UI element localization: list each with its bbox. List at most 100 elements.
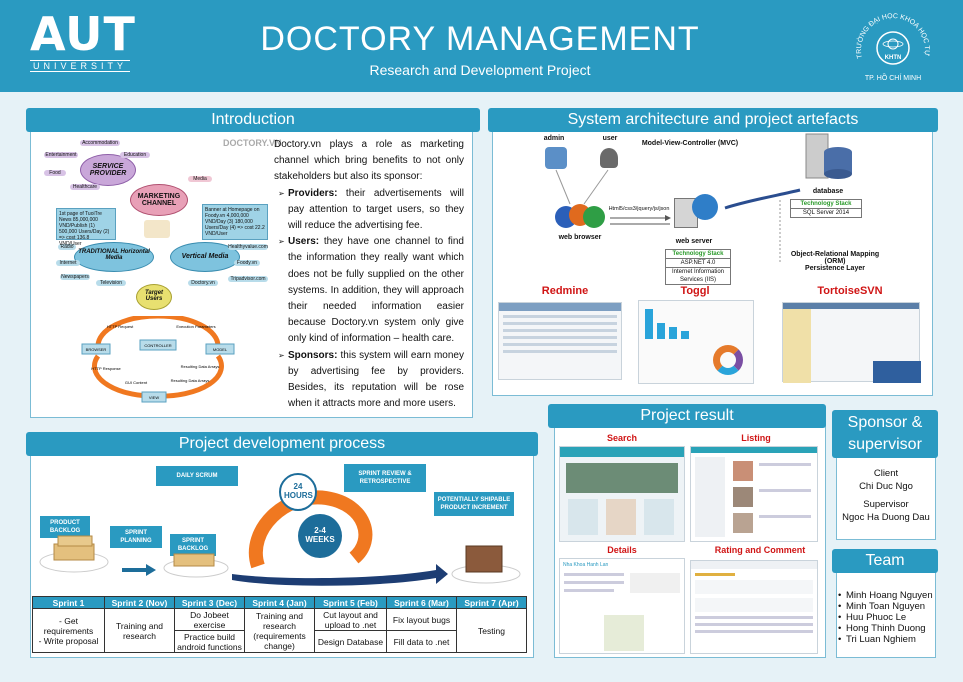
db-tech-stack: Technology Stack SQL Server 2014 xyxy=(790,199,862,218)
persistence-label: Persistence Layer xyxy=(805,265,865,272)
team-member: Tri Luan Nghiem xyxy=(838,634,934,645)
client-name: Chi Duc Ngo xyxy=(859,480,913,492)
sprint-header-row: Sprint 1 Sprint 2 (Nov) Sprint 3 (Dec) S… xyxy=(32,596,527,609)
mvc-http-response: HTTP Response xyxy=(91,366,121,371)
service-provider-node xyxy=(80,154,136,186)
sprint-header: Sprint 3 (Dec) xyxy=(174,596,245,609)
marketing-channel-label: MARKETING CHANNEL xyxy=(137,193,181,207)
poster-header: AUT UNIVERSITY DOCTORY MANAGEMENT Resear… xyxy=(0,0,963,92)
protocols-label: Html5/css3/jquery/js/json xyxy=(608,206,670,212)
team-member: Huu Phuoc Le xyxy=(838,612,934,623)
sprint-header: Sprint 2 (Nov) xyxy=(104,596,175,609)
result-listing-label: Listing xyxy=(741,433,771,443)
architecture-arrows xyxy=(555,169,801,262)
team-title: Team xyxy=(832,549,938,573)
db-tech-heading: Technology Stack xyxy=(791,200,861,209)
toggl-screenshot xyxy=(638,300,754,384)
ws-tech-stack: Technology Stack ASP.NET 4.0 Internet In… xyxy=(665,249,731,285)
sprint-header: Sprint 7 (Apr) xyxy=(456,596,527,609)
sprint-header: Sprint 1 xyxy=(32,596,105,609)
weeks-label: 2-4 WEEKS xyxy=(305,526,335,544)
sprint-row-2: Practice build android functions Design … xyxy=(33,630,527,653)
result-title: Project result xyxy=(548,404,826,428)
traditional-cost-box: 1st page of TuoiTre News 85,000,000 VND/… xyxy=(56,208,116,247)
sprint-cell: - Get requirements - Write proposal xyxy=(32,608,105,653)
sprint-backlog-tag: SPRINT BACKLOG xyxy=(170,534,216,556)
listing-screenshot xyxy=(690,446,818,542)
introduction-text: Doctory.vn plays a role as marketing cha… xyxy=(274,137,464,412)
mvc-resulting-2: Resulting Data Arrays xyxy=(171,378,210,383)
aut-logo: AUT UNIVERSITY xyxy=(30,7,136,80)
daily-scrum-tag: DAILY SCRUM xyxy=(156,466,238,486)
mvc-browser: BROWSER xyxy=(86,347,107,352)
sprint-header: Sprint 5 (Feb) xyxy=(314,596,387,609)
redmine-screenshot xyxy=(498,302,622,380)
increment-tag: POTENTIALLY SHIPABLE PRODUCT INCREMENT xyxy=(434,492,514,516)
result-search-label: Search xyxy=(606,433,638,443)
mvc-view: VIEW xyxy=(149,395,159,400)
sponsor-info: Client Chi Duc Ngo Supervisor Ngoc Ha Du… xyxy=(838,468,934,524)
web-browser-label: web browser xyxy=(558,234,602,241)
traditional-media-label: TRADITIONAL Horizontal Media xyxy=(78,249,150,261)
sponsor-panel xyxy=(836,452,936,540)
browser-logos-icon xyxy=(555,204,605,230)
logo-sub: UNIVERSITY xyxy=(30,60,130,72)
sprint-cell: Cut layout and upload to .net xyxy=(314,608,387,631)
toggl-label: Toggl xyxy=(680,285,710,297)
tag-tripadvisor: Tripadvisor.com xyxy=(228,276,268,282)
tag-accommodation: Accommodation xyxy=(80,140,120,146)
vertical-cost-box: Banner at Homepage on Foody.vn 4,000,000… xyxy=(202,204,268,240)
mvc-label: Model-View-Controller (MVC) xyxy=(641,140,739,147)
tortoisesvn-label: TortoiseSVN xyxy=(817,285,883,297)
intro-point-users: Users: they have one channel to find the… xyxy=(278,234,464,347)
mvc-model: MODEL xyxy=(213,347,228,352)
orm-label: Object-Relational Mapping (ORM) xyxy=(790,251,880,265)
traditional-media-node xyxy=(74,242,154,272)
database-label: database xyxy=(812,188,844,195)
seal-text: TRƯỜNG ĐẠI HỌC KHOA HỌC TỰ NHIÊN xyxy=(852,10,930,59)
logo-main: AUT xyxy=(30,7,136,61)
meeting-icon xyxy=(144,220,170,238)
target-users-label: Target Users xyxy=(144,290,164,302)
sprint-review-tag: SPRINT REVIEW & RETROSPECTIVE xyxy=(344,464,426,492)
sprint-cell: Design Database xyxy=(314,630,387,653)
sprint-cell: Fix layout bugs xyxy=(386,608,457,631)
supervisor-name: Ngoc Ha Duong Dau xyxy=(842,511,930,523)
tag-internet: Internet xyxy=(56,260,80,266)
sponsor-title: Sponsor & supervisor xyxy=(832,410,938,458)
sprint-table: Sprint 1 Sprint 2 (Nov) Sprint 3 (Dec) S… xyxy=(32,596,527,653)
sprint-cell: Do Jobeet exercise xyxy=(174,608,245,631)
tag-doctory: Doctory.vn xyxy=(188,280,218,286)
marketing-channel-node xyxy=(130,184,188,216)
details-heading: Nha Khoa Hanh Lan xyxy=(563,562,609,568)
sprint-planning-tag: SPRINT PLANNING xyxy=(110,526,162,548)
service-provider-label: SERVICE PROVIDER xyxy=(89,163,127,177)
tag-food: Food xyxy=(44,170,66,176)
admin-icon xyxy=(545,147,567,169)
result-rating-label: Rating and Comment xyxy=(714,545,806,555)
web-server-icon xyxy=(670,192,720,232)
database-icon xyxy=(805,133,852,179)
tag-media: Media xyxy=(188,176,212,182)
target-users-node xyxy=(136,284,172,310)
tag-education: Education xyxy=(120,152,150,158)
seal-bottom: TP. HỒ CHÍ MINH xyxy=(865,72,921,82)
diagram-watermark: DOCTORY.VN xyxy=(223,138,282,148)
sprint-cell: Testing xyxy=(456,608,527,653)
redmine-label: Redmine xyxy=(541,285,589,297)
introduction-title: Introduction xyxy=(26,108,480,132)
sprint-cell: Training and research xyxy=(104,608,175,653)
web-server-label: web server xyxy=(675,238,713,245)
intro-brand: Doctory.vn xyxy=(274,139,322,150)
scrum-cycle-diagram xyxy=(39,473,521,586)
tag-radio: Radio xyxy=(58,244,76,250)
university-seal-icon: TRƯỜNG ĐẠI HỌC KHOA HỌC TỰ NHIÊN KHTN TP… xyxy=(852,10,930,82)
mvc-controller: CONTROLLER xyxy=(144,343,171,348)
mvc-gui-content: GUI Content xyxy=(125,380,148,385)
user-label: user xyxy=(602,135,618,142)
seal-center: KHTN xyxy=(885,55,902,61)
product-backlog-tag: PRODUCT BACKLOG xyxy=(40,516,90,538)
tortoisesvn-screenshot xyxy=(782,302,921,383)
mvc-resulting-1: Resulting Data Arrays xyxy=(181,364,220,369)
rating-screenshot xyxy=(690,560,818,654)
